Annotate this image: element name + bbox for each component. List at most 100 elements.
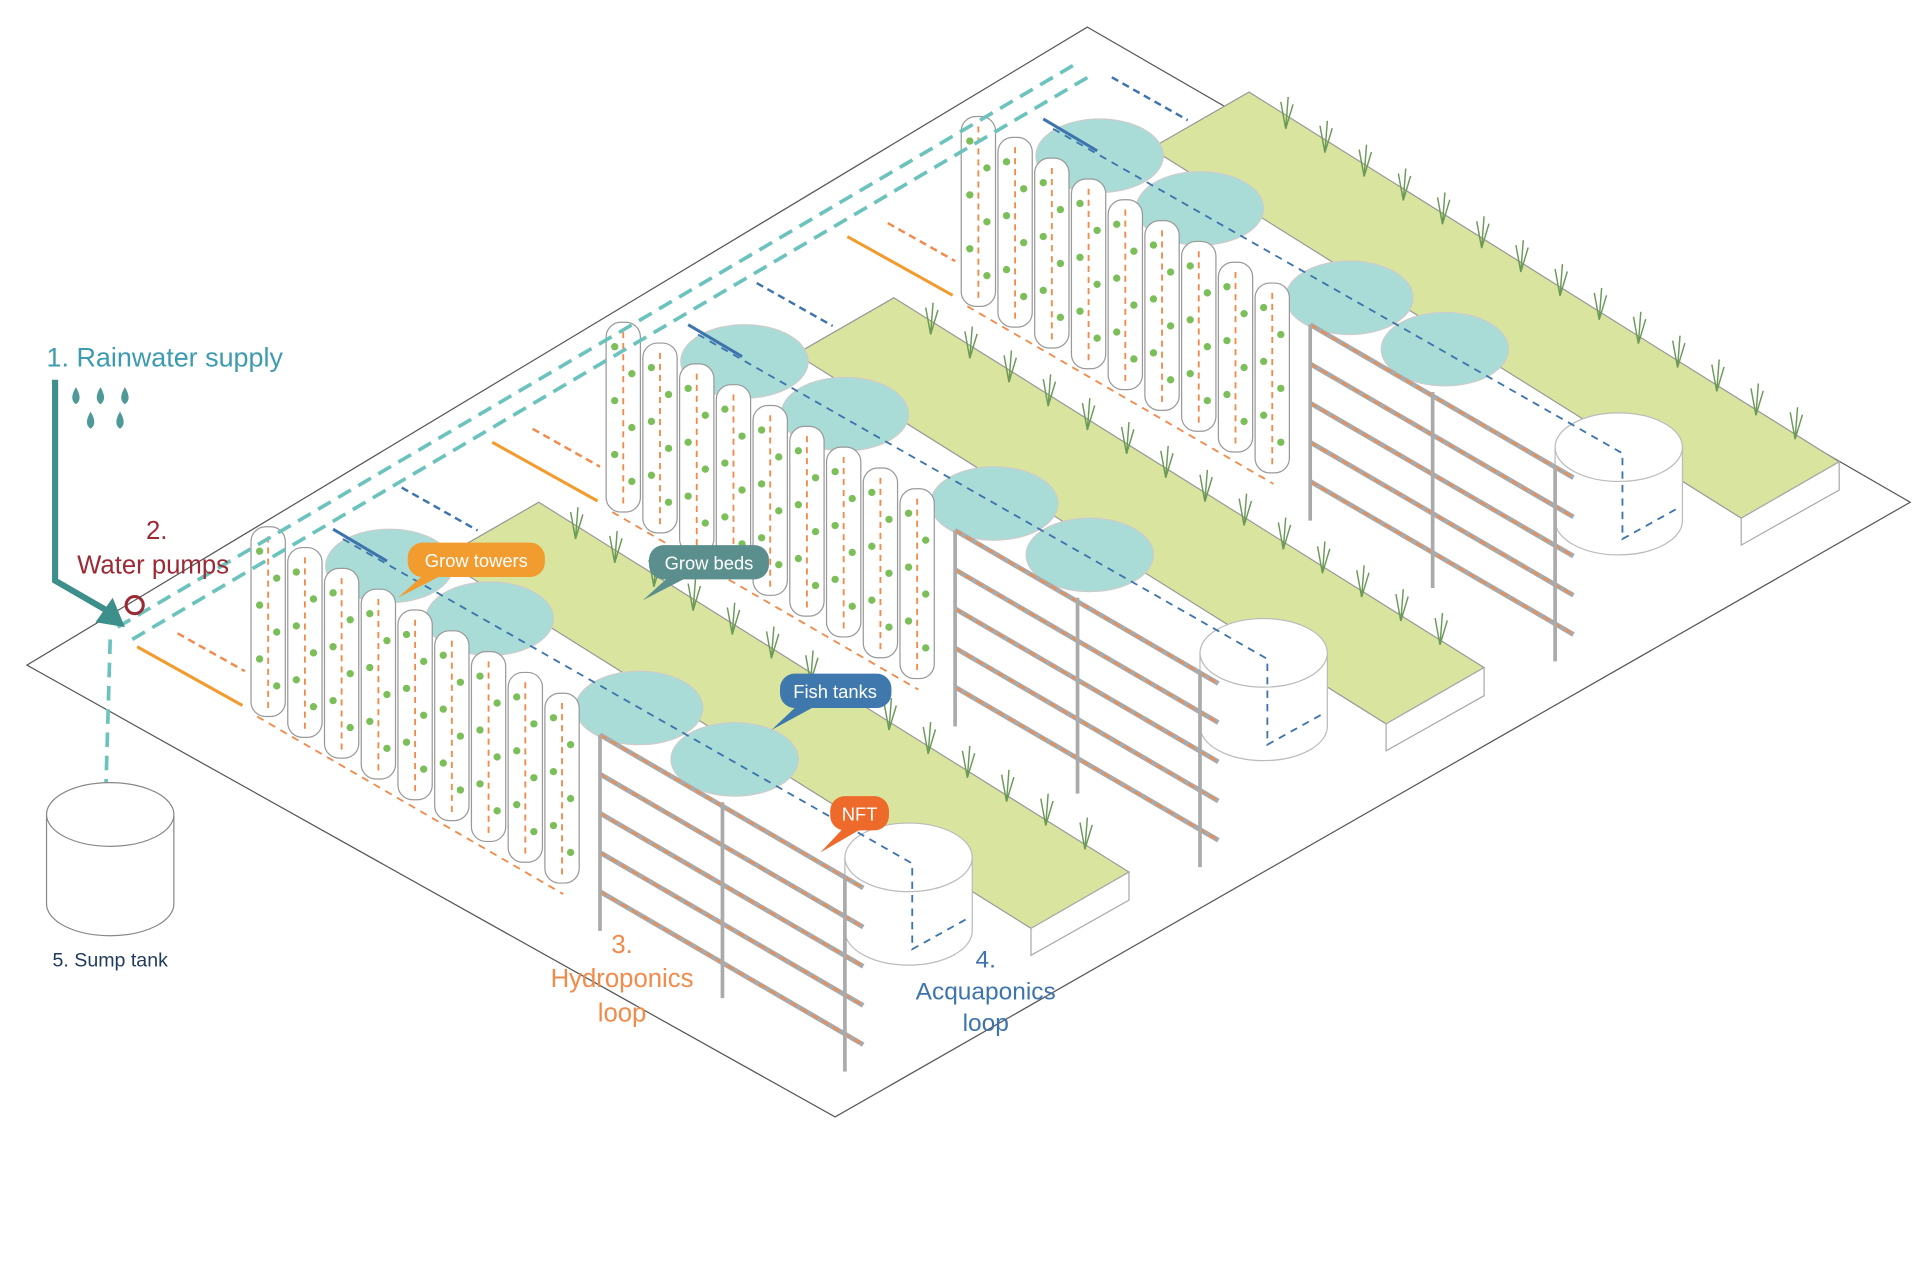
grow-tower [997,136,1033,328]
tower-plant [684,492,692,500]
tower-plant [1186,370,1194,378]
tower-plant [1166,376,1175,384]
plant-icon [964,326,978,359]
plant-icon [1750,383,1764,416]
tower-plant [309,649,318,657]
tower-plant [647,363,656,372]
grow-bed-side [1030,870,1130,957]
tower-plant [513,693,521,701]
tower-plant [1260,411,1268,419]
tower-plant [848,602,856,610]
grow-tower [899,488,935,680]
callout-grow-towers: Grow towers [397,542,545,598]
tower-plant [794,501,803,509]
tower-plant [273,628,281,636]
grow-tower [1034,157,1070,349]
tower-plant [402,738,411,746]
tower-plant [1020,238,1028,247]
grow-tower [434,630,470,822]
tower-plant [493,699,501,707]
tower-plant [329,589,337,597]
aquaponics-flow-line [1052,127,1678,541]
tower-plant [1203,343,1212,351]
tower-plant [983,218,991,226]
tower-plant [566,741,575,749]
tower-plant [611,396,619,405]
plant-icon [1000,769,1015,802]
tower-plant [493,753,501,761]
tower-plant [402,630,411,639]
tower-plant [402,684,411,693]
nft-flow-line [954,607,1219,763]
tower-plant [701,519,709,527]
plant-icon [1079,817,1093,850]
tower-plant [738,486,746,494]
plant-icon [687,578,702,611]
grow-bed-side [1385,666,1485,752]
tower-plant [1039,178,1047,187]
hydro-supply-arrow [846,235,954,297]
tower-plant [530,720,538,728]
tower-plant [628,370,636,378]
plant-icon [726,602,741,635]
tower-plant [1223,390,1231,399]
tower-plant [329,643,337,651]
tower-plant [1186,262,1194,270]
grow-tower [678,363,715,555]
tower-plant [794,554,803,563]
tower-plant [1203,289,1212,297]
plant-icon [1515,240,1529,273]
plant-icon [1003,350,1018,383]
tower-plant [530,827,538,836]
plant-icon [1593,287,1608,321]
tower-plant [1076,307,1084,315]
tower-plant [292,676,300,684]
tower-plant [1039,232,1047,241]
grow-tower [323,567,360,759]
tower-plant [885,515,893,524]
hydro-return-arrow [887,221,956,263]
tower-plant [775,561,783,569]
tower-plant [420,765,428,773]
tower-plant [439,705,447,713]
tower-plant [346,723,354,732]
plant-icon [1671,335,1686,368]
grow-tower [1107,199,1144,391]
tower-plant [647,471,656,479]
plant-icon [924,302,939,335]
tower-plant [566,794,575,803]
nft-flow-line [954,686,1219,841]
tower-plant [1277,438,1285,446]
tower-plant [628,423,636,432]
tower-plant [1093,280,1101,288]
tower-plant [346,616,354,624]
tower-plant [549,767,558,776]
nft-flow-line [599,812,864,968]
tower-plant [721,513,729,521]
grow-tower [605,321,642,513]
tower-plant [868,596,876,604]
tower-plant [684,384,692,393]
tower-plant [1076,199,1084,208]
tower-plant [366,610,374,618]
plant-icon [1356,565,1370,598]
tower-plant [1093,334,1101,342]
tower-plant [420,711,428,719]
tower-plant [1149,295,1158,303]
tower-plant [273,574,281,582]
tower-plant [611,343,619,351]
tower-plant [904,617,913,625]
plant-icon [1081,398,1096,431]
plant-icon [1199,469,1213,502]
plant-icon [1789,407,1804,440]
production-row [136,486,1131,1072]
callout-grow-beds-text: Grow beds [665,553,754,574]
plant-icon [1316,541,1331,574]
plant-icon [1277,517,1292,550]
grow-tower [507,671,544,863]
tower-plant [922,536,930,544]
hydro-return-arrow [532,427,601,468]
nft-flow-line [1309,363,1574,518]
tower-plant [1130,301,1138,309]
